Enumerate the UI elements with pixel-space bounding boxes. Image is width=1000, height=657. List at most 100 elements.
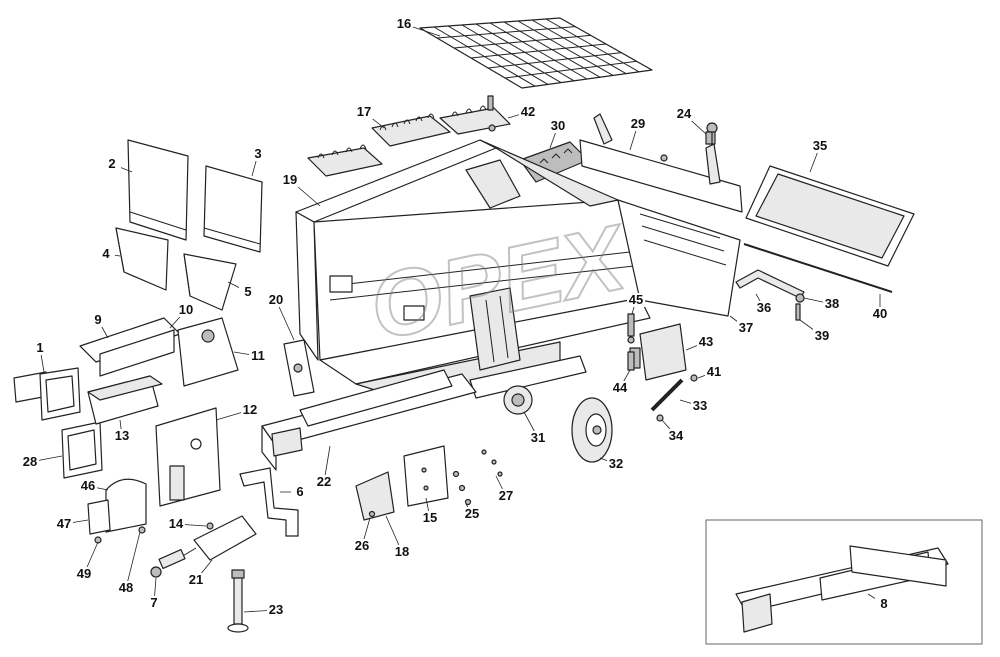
part-22-drawbar-frame (261, 369, 477, 471)
part-clamp-plate-left (307, 144, 383, 177)
callout-bg-4 (97, 247, 115, 261)
part-29-side-rail (579, 113, 743, 213)
callout-bg-2 (103, 157, 121, 171)
callout-bg-11 (249, 349, 267, 363)
callout-2: 2 (108, 156, 115, 171)
callout-bg-41 (705, 365, 723, 379)
callout-38: 38 (825, 296, 839, 311)
callout-17: 17 (357, 104, 371, 119)
part-40-rod (743, 243, 893, 293)
callout-14: 14 (169, 516, 184, 531)
part-8-drawbar-frame-inset (735, 545, 949, 633)
callout-bg-46 (79, 479, 97, 493)
part-5-corner-panel (183, 253, 237, 311)
callout-46: 46 (81, 478, 95, 493)
part-16-mesh-grid (419, 17, 653, 89)
part-34-bolt (656, 414, 664, 422)
callout-bg-32 (607, 457, 625, 471)
part-35-frame-panel (745, 165, 915, 267)
part-45-hinge-pin (627, 313, 635, 344)
part-41-bolt (690, 374, 698, 382)
callout-bg-3 (249, 147, 267, 161)
part-11-guard (177, 317, 239, 387)
callout-12: 12 (243, 402, 257, 417)
part-21-hitch (175, 515, 257, 561)
callout-bg-8 (875, 597, 893, 611)
part-49-pin (94, 536, 102, 544)
callout-bg-5 (239, 285, 257, 299)
part-20-mounting-plate (283, 339, 315, 397)
callout-3: 3 (254, 146, 261, 161)
part-10-cover (99, 329, 175, 377)
part-28-gasket (61, 421, 103, 479)
callout-35: 35 (813, 138, 827, 153)
callout-bg-21 (187, 573, 205, 587)
callout-47: 47 (57, 516, 71, 531)
callout-bg-24 (675, 107, 693, 121)
part-27-nut-set (481, 449, 503, 477)
callout-8: 8 (880, 596, 887, 611)
part-33-strut (650, 378, 684, 412)
callout-bg-37 (737, 321, 755, 335)
callout-19: 19 (283, 172, 297, 187)
callout-bg-25 (463, 507, 481, 521)
callout-49: 49 (77, 566, 91, 581)
callout-bg-49 (75, 567, 93, 581)
part-44-hinge (627, 351, 635, 371)
callout-41: 41 (707, 364, 721, 379)
part-17-clamp-plate (371, 113, 451, 147)
callout-bg-9 (89, 313, 107, 327)
part-13-box (87, 375, 163, 425)
callout-bg-26 (353, 539, 371, 553)
callout-20: 20 (269, 292, 283, 307)
callout-bg-20 (267, 293, 285, 307)
part-frame-gasket (39, 367, 81, 421)
callout-10: 10 (179, 302, 193, 317)
part-7-eye-bolt (150, 548, 186, 578)
callout-30: 30 (551, 118, 565, 133)
callout-28: 28 (23, 454, 37, 469)
callout-31: 31 (531, 430, 545, 445)
callout-11: 11 (251, 348, 265, 363)
callout-bg-13 (113, 429, 131, 443)
callout-bg-34 (667, 429, 685, 443)
part-39-pin (795, 303, 801, 321)
callout-bg-22 (315, 475, 333, 489)
callout-bg-27 (497, 489, 515, 503)
part-15-bracket-plate (403, 445, 449, 507)
callout-bg-42 (519, 105, 537, 119)
callout-bg-10 (177, 303, 195, 317)
part-31-axle (469, 355, 587, 415)
callout-bg-7 (145, 596, 163, 610)
part-42-clamp-plate (439, 95, 511, 135)
callout-36: 36 (757, 300, 771, 315)
callout-16: 16 (397, 16, 411, 31)
callout-22: 22 (317, 474, 331, 489)
callout-43: 43 (699, 334, 713, 349)
part-25-bolt-set (452, 470, 472, 506)
callout-bg-15 (421, 511, 439, 525)
callout-bg-40 (871, 307, 889, 321)
part-4-corner-panel (115, 227, 169, 291)
callout-bg-33 (691, 399, 709, 413)
callout-4: 4 (102, 246, 110, 261)
part-6-bracket (239, 467, 299, 537)
part-36-handle (735, 269, 805, 299)
callout-bg-17 (355, 105, 373, 119)
callout-bg-23 (267, 603, 285, 617)
callout-bg-14 (167, 517, 185, 531)
callout-bg-44 (611, 381, 629, 395)
callout-24: 24 (677, 106, 692, 121)
callout-25: 25 (465, 506, 479, 521)
callout-bg-16 (395, 17, 413, 31)
callout-48: 48 (119, 580, 133, 595)
callout-18: 18 (395, 544, 409, 559)
callout-33: 33 (693, 398, 707, 413)
part-3-side-panel (203, 165, 263, 253)
part-23-jack-stand (227, 569, 249, 633)
callout-bg-6 (291, 485, 309, 499)
callout-40: 40 (873, 306, 887, 321)
callout-27: 27 (499, 488, 513, 503)
